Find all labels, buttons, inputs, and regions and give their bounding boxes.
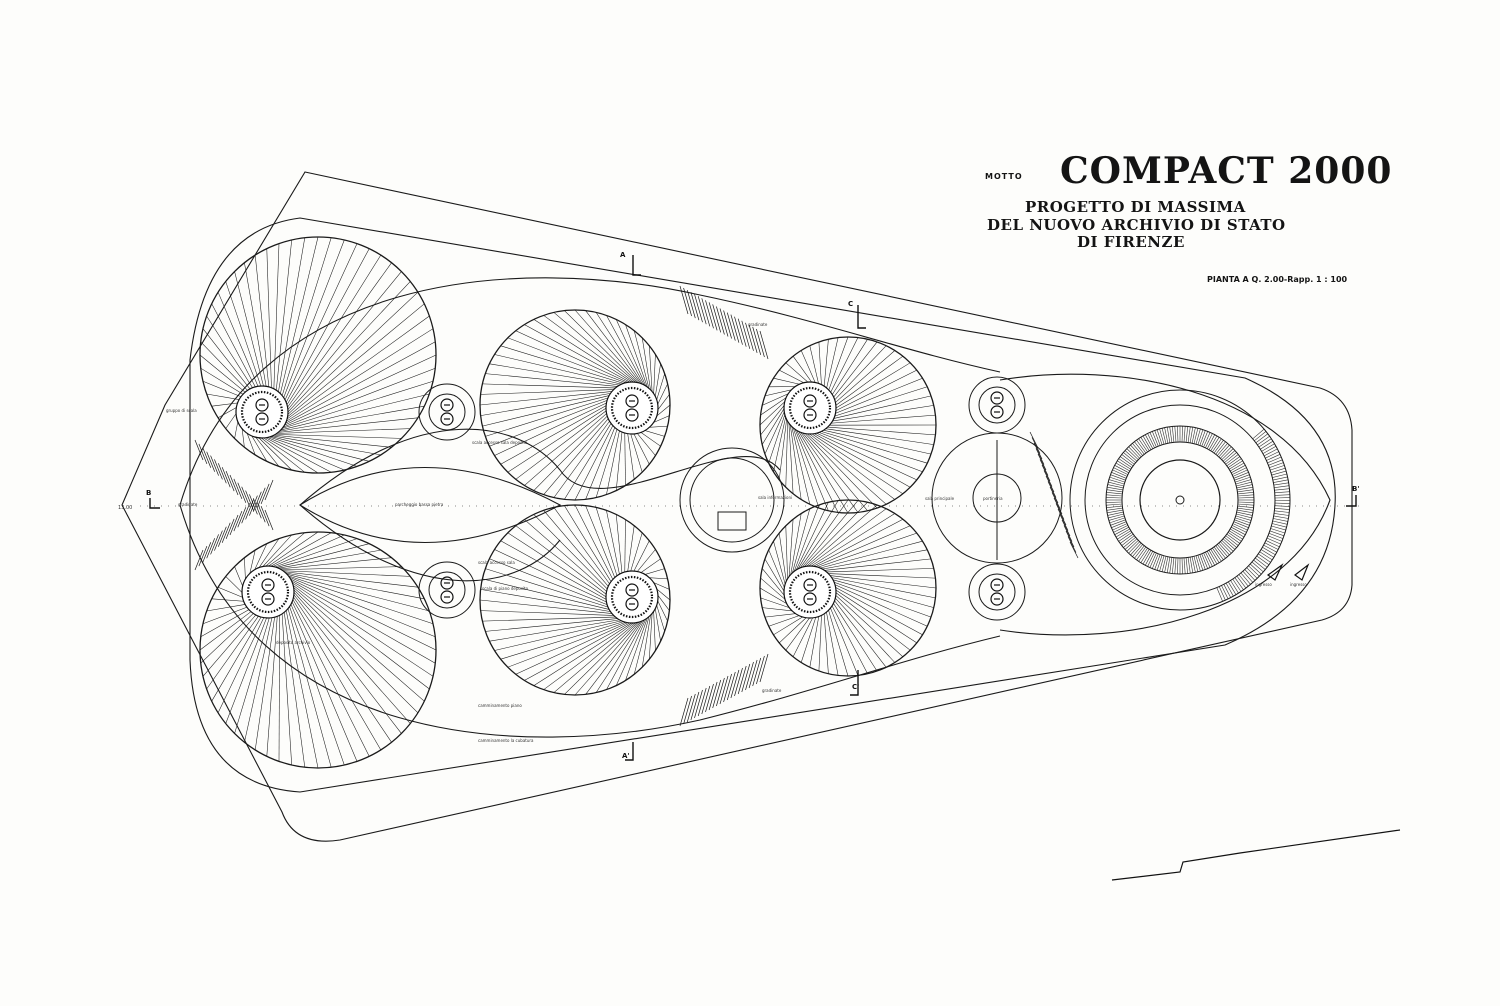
upper-ellipse bbox=[298, 467, 562, 543]
right-envelope bbox=[999, 373, 1331, 636]
label-great-room: parcheggio bassa pietra bbox=[395, 502, 444, 507]
stair-circle-1 bbox=[418, 383, 476, 441]
label-corridor-lower: scala accesso sala bbox=[478, 560, 515, 565]
subtitle-line-2: DEL NUOVO ARCHIVIO DI STATO bbox=[987, 216, 1286, 234]
label-left-entry: gradinate bbox=[178, 502, 198, 507]
label-right-entry-1: ingresso bbox=[1255, 582, 1272, 587]
spiral-room-4 bbox=[479, 504, 671, 696]
motto-label: MOTTO bbox=[985, 172, 1023, 181]
level-mark: 13.00 bbox=[118, 505, 133, 511]
stair-circle-3 bbox=[968, 376, 1026, 434]
label-ramp-top: gradinate bbox=[748, 322, 768, 327]
stair-circle-4 bbox=[968, 563, 1026, 621]
main-hall-circle bbox=[931, 432, 1063, 564]
label-right-entry-2: ingresso bbox=[1290, 582, 1307, 587]
label-center-info: sala informazioni bbox=[758, 495, 793, 500]
building-outline bbox=[189, 217, 1336, 793]
section-b-right: B' bbox=[1352, 485, 1360, 493]
section-c-top: C bbox=[848, 300, 854, 308]
spiral-storage-rooms bbox=[199, 236, 1291, 769]
center-info-circle bbox=[679, 447, 785, 553]
stair-circle-2 bbox=[418, 561, 476, 619]
spiral-room-5 bbox=[759, 336, 937, 514]
spiral-room-3 bbox=[479, 309, 671, 501]
label-ramp-bottom: gradinate bbox=[762, 688, 782, 693]
spiral-room-6 bbox=[759, 499, 937, 677]
section-b-left: B bbox=[146, 489, 152, 497]
label-lower-note: scala di piano deposito bbox=[482, 586, 529, 591]
label-corridor-upper: scala accesso sala deposito bbox=[472, 440, 528, 445]
label-main-room: sala principale bbox=[925, 496, 955, 501]
project-name: COMPACT 2000 bbox=[1060, 150, 1393, 192]
section-a-bottom: A' bbox=[622, 752, 630, 760]
label-bottom-circle: deposito archivio bbox=[276, 640, 311, 645]
section-c-bottom: C' bbox=[852, 683, 860, 691]
auditorium-outer bbox=[1069, 389, 1291, 611]
label-bottom-path2: camminamento la cubatura bbox=[478, 738, 534, 743]
subtitle-line-1: PROGETTO DI MASSIMA bbox=[1025, 198, 1246, 216]
label-bottom-path: camminamento piano bbox=[478, 703, 522, 708]
label-tl-note: gruppo di scala bbox=[166, 408, 197, 413]
spiral-room-1 bbox=[199, 236, 437, 474]
scale-label: PIANTA A Q. 2.00-Rapp. 1 : 100 bbox=[1207, 275, 1348, 284]
site-boundary bbox=[121, 171, 1353, 842]
subtitle-line-3: DI FIRENZE bbox=[1077, 233, 1185, 251]
spiral-room-2 bbox=[199, 531, 437, 769]
label-lobby: portineria bbox=[983, 496, 1003, 501]
ground-line bbox=[1111, 829, 1401, 881]
section-a-top: A bbox=[620, 251, 626, 259]
auditorium-seating bbox=[1105, 425, 1291, 602]
